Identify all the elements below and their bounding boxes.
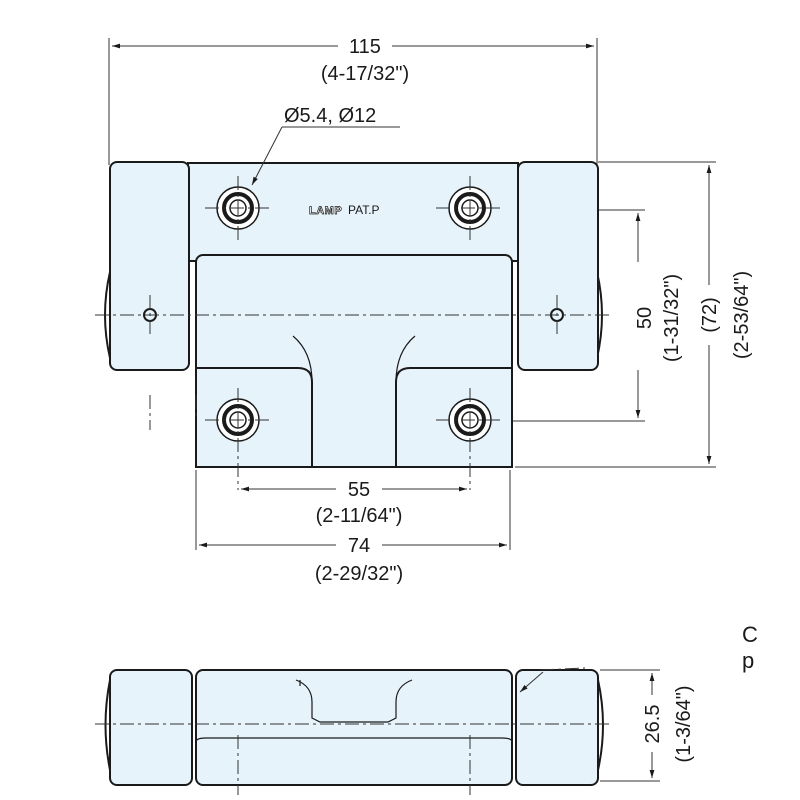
dim-height-ref-in: (2-53/64"): [731, 271, 753, 359]
side-leader: [519, 671, 544, 693]
dim-hole-spacing-v-in: (1-31/32"): [661, 274, 683, 362]
hole-callout: Ø5.4, Ø12: [284, 105, 376, 127]
patent-marking: PAT.P: [348, 203, 380, 217]
side-boss-profile: [295, 679, 413, 723]
side-right-knuckle: [515, 669, 599, 786]
right-knuckle: [517, 161, 599, 371]
boss-fillet-left: [292, 335, 313, 383]
side-leaf-step: [195, 737, 513, 743]
hole-callout-leader: [251, 126, 283, 186]
boss-fillet-right: [395, 335, 416, 383]
dim-width: 115: [349, 36, 381, 58]
dim-leaf-width-in: (2-29/32"): [315, 563, 403, 585]
dim-hole-spacing-h: 55: [348, 479, 370, 501]
side-view: 26.5 (1-3/64"): [95, 667, 695, 795]
brand-logo: LAMP: [309, 205, 342, 217]
dim-thickness-in: (1-3/64"): [673, 685, 695, 762]
dim-width-in: (4-17/32"): [321, 63, 409, 85]
side-leaf-body: [195, 669, 513, 786]
dim-hole-spacing-v: 50: [634, 307, 656, 329]
side-leader-tail: [539, 667, 586, 671]
dim-hole-spacing-h-in: (2-11/64"): [316, 505, 403, 527]
side-left-knuckle-cap: [104, 679, 111, 771]
edge-text-line2: p: [742, 648, 754, 673]
left-knuckle: [109, 161, 190, 371]
side-left-knuckle: [109, 669, 193, 786]
edge-text-line1: C: [742, 622, 758, 647]
top-view: LAMP PAT.P Ø5.4, Ø12 115 (4-17/32") 55 (…: [95, 36, 753, 585]
dim-leaf-width: 74: [348, 535, 370, 557]
dim-height-ref: (72): [699, 297, 721, 333]
dim-thickness: 26.5: [642, 705, 664, 744]
side-right-knuckle-cap: [597, 679, 604, 771]
